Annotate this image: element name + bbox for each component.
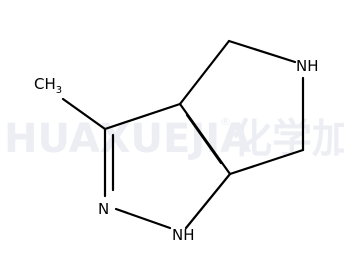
bond-c3a-c4 — [178, 39, 231, 106]
atom-methyl-label: CH3 — [34, 75, 62, 96]
bond-n1-c6a — [184, 172, 232, 230]
atom-n1h-label: NH — [172, 226, 195, 244]
atom-n5h-label: NH — [296, 57, 319, 75]
atom-n2-label: N — [98, 200, 109, 218]
atom-methyl-main: CH — [34, 75, 56, 93]
watermark-brand: HUAXUEJIA — [4, 116, 251, 162]
atom-labels: CH3 N NH NH — [34, 57, 319, 244]
bond-c6-c6a — [228, 148, 305, 176]
bond-c3-c3a — [103, 102, 182, 131]
atom-methyl-subscript: 3 — [56, 85, 62, 96]
bonds — [61, 39, 305, 230]
watermark-registered-mark: ® — [220, 115, 231, 128]
bond-c4-n5 — [227, 39, 297, 64]
bond-methyl-c3 — [61, 97, 107, 131]
bond-n2-n1 — [114, 207, 172, 230]
bond-c3a-c6a-double — [185, 113, 223, 165]
watermark: HUAXUEJIA ® 化学加 — [4, 115, 344, 162]
